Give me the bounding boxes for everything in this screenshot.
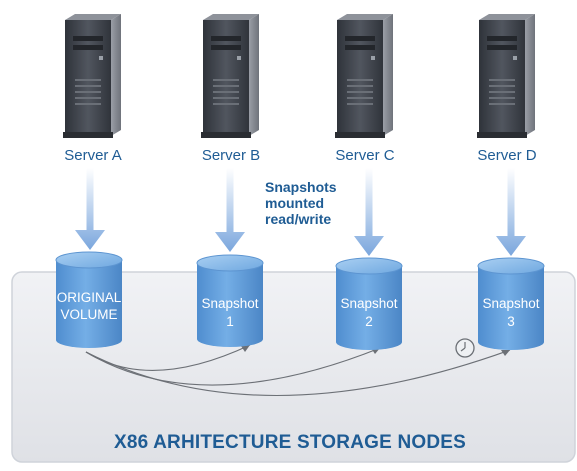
original-volume-icon xyxy=(55,251,123,348)
note-line-2: mounted xyxy=(265,195,324,211)
clock-icon xyxy=(455,338,475,358)
down-arrow-icon xyxy=(354,168,384,256)
server-b-icon xyxy=(201,14,259,138)
link-to-snapshot-3 xyxy=(85,349,511,397)
snapshot-3-icon xyxy=(477,257,545,350)
snapshot-links xyxy=(85,344,511,397)
server-c-label: Server C xyxy=(335,147,394,164)
snapshot-1-label-2: 1 xyxy=(226,314,234,329)
original-volume-label-1: ORIGINAL xyxy=(57,290,122,305)
server-a-label: Server A xyxy=(64,147,122,164)
link-to-snapshot-2 xyxy=(85,347,381,386)
server-c-icon xyxy=(335,14,393,138)
down-arrow-icon xyxy=(215,168,245,252)
snapshot-1-label-1: Snapshot xyxy=(201,296,258,311)
server-d-icon xyxy=(477,14,535,138)
server-b-label: Server B xyxy=(202,147,260,164)
down-arrow-icon xyxy=(496,168,526,256)
note-line-3: read/write xyxy=(265,211,331,227)
storage-panel xyxy=(11,271,576,463)
down-arrow-icon xyxy=(75,168,105,250)
server-a-icon xyxy=(63,14,121,138)
snapshot-2-label-2: 2 xyxy=(365,314,373,329)
snapshot-3-label-1: Snapshot xyxy=(482,296,539,311)
original-volume-label-2: VOLUME xyxy=(60,307,117,322)
server-d-label: Server D xyxy=(477,147,536,164)
snapshot-1-icon xyxy=(196,254,264,347)
snapshot-3-label-2: 3 xyxy=(507,314,515,329)
note-line-1: Snapshots xyxy=(265,179,337,195)
snapshot-2-label-1: Snapshot xyxy=(340,296,397,311)
storage-nodes-label: X86 ARHITECTURE STORAGE NODES xyxy=(114,432,466,453)
snapshots-note: Snapshots mounted read/write xyxy=(265,179,337,227)
snapshot-2-icon xyxy=(335,257,403,350)
